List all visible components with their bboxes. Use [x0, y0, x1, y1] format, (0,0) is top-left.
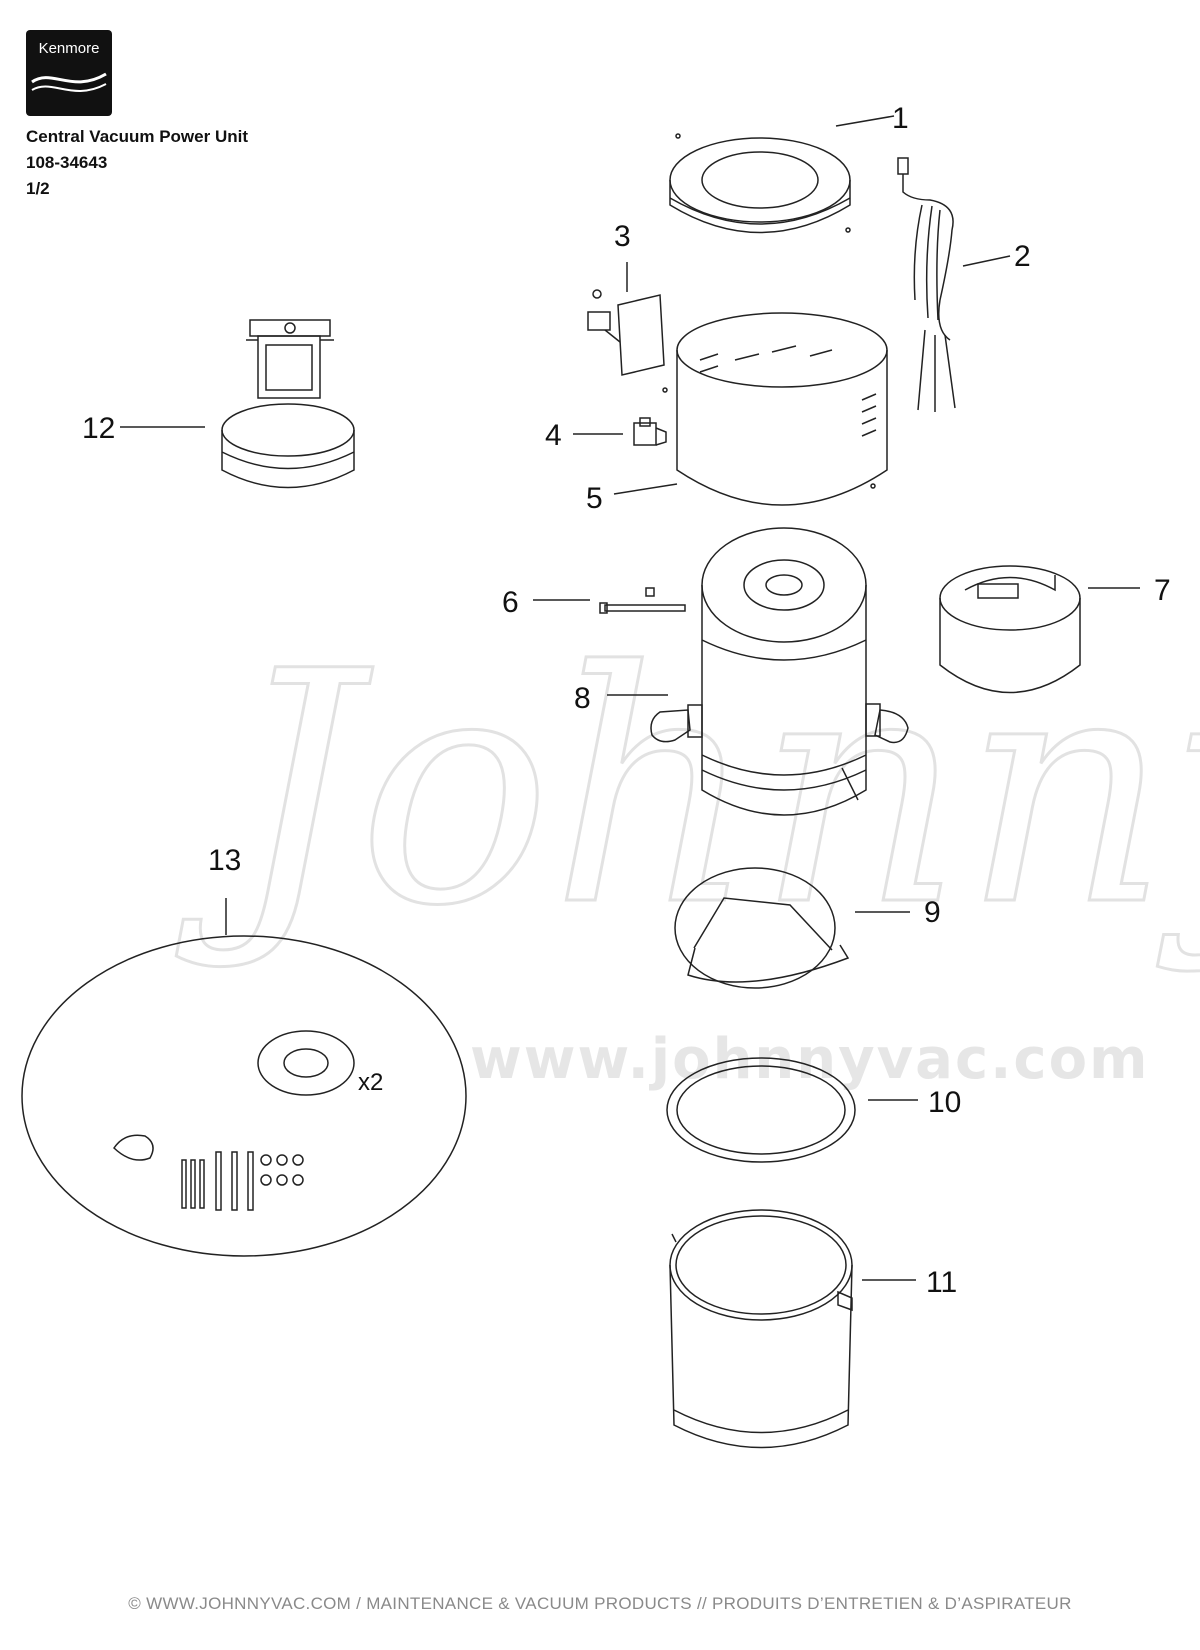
part-8-motor-housing [650, 527, 909, 816]
callout-7: 7 [1154, 574, 1171, 607]
page-number: 1/2 [26, 179, 50, 198]
callout-9: 9 [924, 896, 941, 929]
part-13-hardware-kit [21, 935, 467, 1257]
callout-8: 8 [574, 682, 591, 715]
model-number: 108-34643 [26, 153, 108, 172]
callout-4: 4 [545, 419, 562, 452]
part-4-switch [633, 417, 667, 446]
callout-11: 11 [926, 1266, 957, 1299]
kit-nut [113, 1134, 154, 1161]
callout-2: 2 [1014, 240, 1031, 273]
callout-1: 1 [892, 102, 909, 135]
title-block: Central Vacuum Power Unit 108-34643 1/2 [26, 124, 248, 202]
part-11-bucket [669, 1209, 853, 1449]
callout-6: 6 [502, 586, 519, 619]
kit-bolts [181, 1151, 254, 1211]
part-3-bracket [587, 289, 665, 376]
part-9-filter-bag [674, 867, 850, 989]
logo-wave-icon [31, 72, 107, 92]
part-6-bolt [599, 587, 686, 614]
part-7-filter [939, 565, 1081, 694]
watermark-script: Johnny Vac [175, 604, 1200, 976]
part-1-lid [669, 133, 851, 234]
part-12-motor [221, 319, 355, 489]
callout-5: 5 [586, 482, 603, 515]
part-10-gasket [666, 1057, 856, 1163]
watermark: Johnny Vac www.johnnyvac.com [174, 603, 1200, 1093]
part-2-power-cord [897, 157, 956, 412]
leader-lines [120, 115, 1140, 1281]
callout-10: 10 [928, 1086, 961, 1119]
callout-labels: 1 2 3 4 5 6 7 8 9 10 11 12 13 x2 [82, 102, 1171, 1299]
callout-12: 12 [82, 412, 115, 445]
watermark-url: www.johnnyvac.com [470, 1027, 1149, 1092]
kit-small-washers [260, 1154, 304, 1186]
logo-text: Kenmore [38, 40, 100, 57]
kit-quantity-label: x2 [358, 1069, 383, 1096]
callout-3: 3 [614, 220, 631, 253]
callout-13: 13 [208, 844, 241, 877]
document-title: Central Vacuum Power Unit [26, 127, 248, 146]
footer-copyright: © WWW.JOHNNYVAC.COM / MAINTENANCE & VACU… [128, 1594, 1072, 1613]
kenmore-logo: Kenmore [26, 30, 112, 116]
kit-washer [257, 1030, 355, 1096]
part-5-housing [662, 312, 888, 506]
